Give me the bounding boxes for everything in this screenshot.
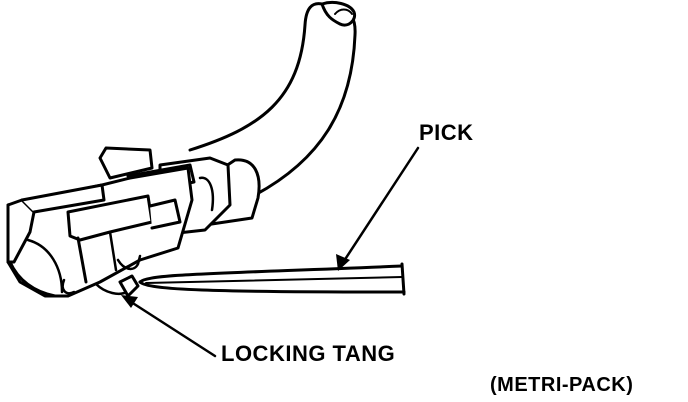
connector-body xyxy=(6,146,261,298)
locking-tang-label: LOCKING TANG xyxy=(221,341,396,366)
pick-tool xyxy=(138,262,406,296)
locking-tang xyxy=(118,274,140,298)
pick-label: PICK xyxy=(419,120,474,145)
locking-tang-leader xyxy=(121,295,217,358)
wire xyxy=(188,0,357,197)
pick-leader xyxy=(336,146,420,271)
diagram-caption: (METRI-PACK) xyxy=(490,374,634,396)
